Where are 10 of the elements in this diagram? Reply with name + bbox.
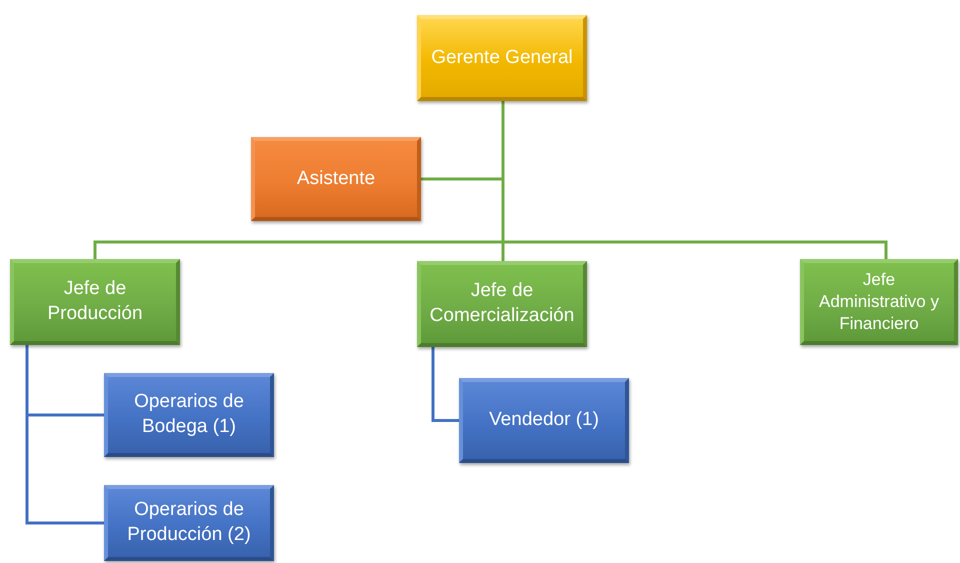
connector-line	[432, 347, 459, 422]
role-box: Asistente	[251, 137, 421, 221]
role-box: Jefe de Producción	[10, 259, 180, 345]
role-box: Operarios de Bodega (1)	[104, 373, 274, 457]
role-box: Vendedor (1)	[459, 378, 629, 463]
role-box: Operarios de Producción (2)	[104, 485, 274, 561]
role-box: Jefe de Comercialización	[417, 261, 587, 347]
connector-line	[26, 345, 104, 524]
role-box: Jefe Administrativo y Financiero	[800, 259, 958, 345]
role-box: Gerente General	[417, 15, 587, 101]
